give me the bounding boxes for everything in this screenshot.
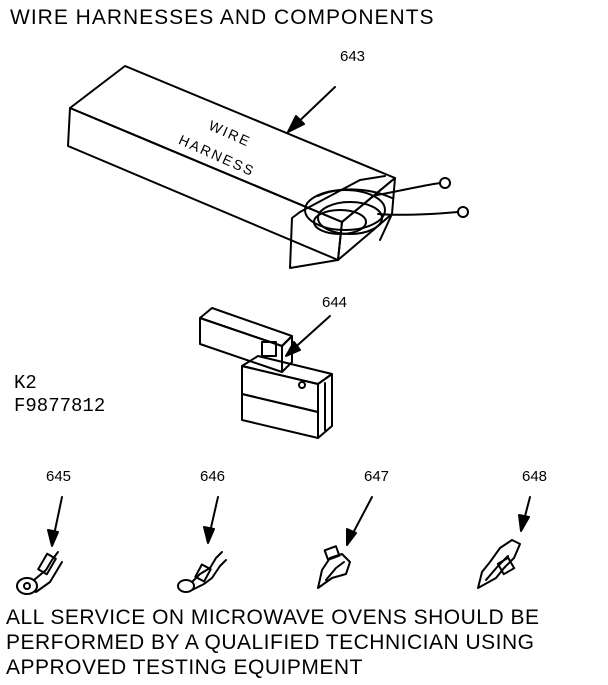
arrow-646 <box>203 496 219 544</box>
connector-block <box>199 307 333 439</box>
notice-line-3: APPROVED TESTING EQUIPMENT <box>6 656 363 679</box>
service-notice: ALL SERVICE ON MICROWAVE OVENS SHOULD BE… <box>6 605 539 680</box>
page-title: WIRE HARNESSES AND COMPONENTS <box>10 6 435 29</box>
part-number-647: 647 <box>364 468 390 485</box>
terminal-646 <box>177 551 227 593</box>
notice-line-2: PERFORMED BY A QUALIFIED TECHNICIAN USIN… <box>6 631 535 654</box>
wire-harness-box: WIRE HARNESS <box>67 65 469 269</box>
model-line-2: F9877812 <box>14 395 106 417</box>
arrow-643 <box>287 86 336 133</box>
part-number-645: 645 <box>46 468 72 485</box>
model-line-1: K2 <box>14 372 37 394</box>
part-number-646: 646 <box>200 468 226 485</box>
model-number: K2 F9877812 <box>14 372 105 418</box>
part-number-644: 644 <box>322 294 348 311</box>
arrow-644 <box>285 315 331 357</box>
part-number-648: 648 <box>522 468 548 485</box>
terminal-647 <box>317 545 351 589</box>
terminal-645 <box>16 551 63 595</box>
arrow-647 <box>346 496 373 546</box>
arrow-648 <box>518 496 531 532</box>
notice-line-1: ALL SERVICE ON MICROWAVE OVENS SHOULD BE <box>6 606 540 629</box>
part-number-643: 643 <box>340 48 366 65</box>
arrow-645 <box>47 496 63 547</box>
terminal-648 <box>477 539 521 589</box>
